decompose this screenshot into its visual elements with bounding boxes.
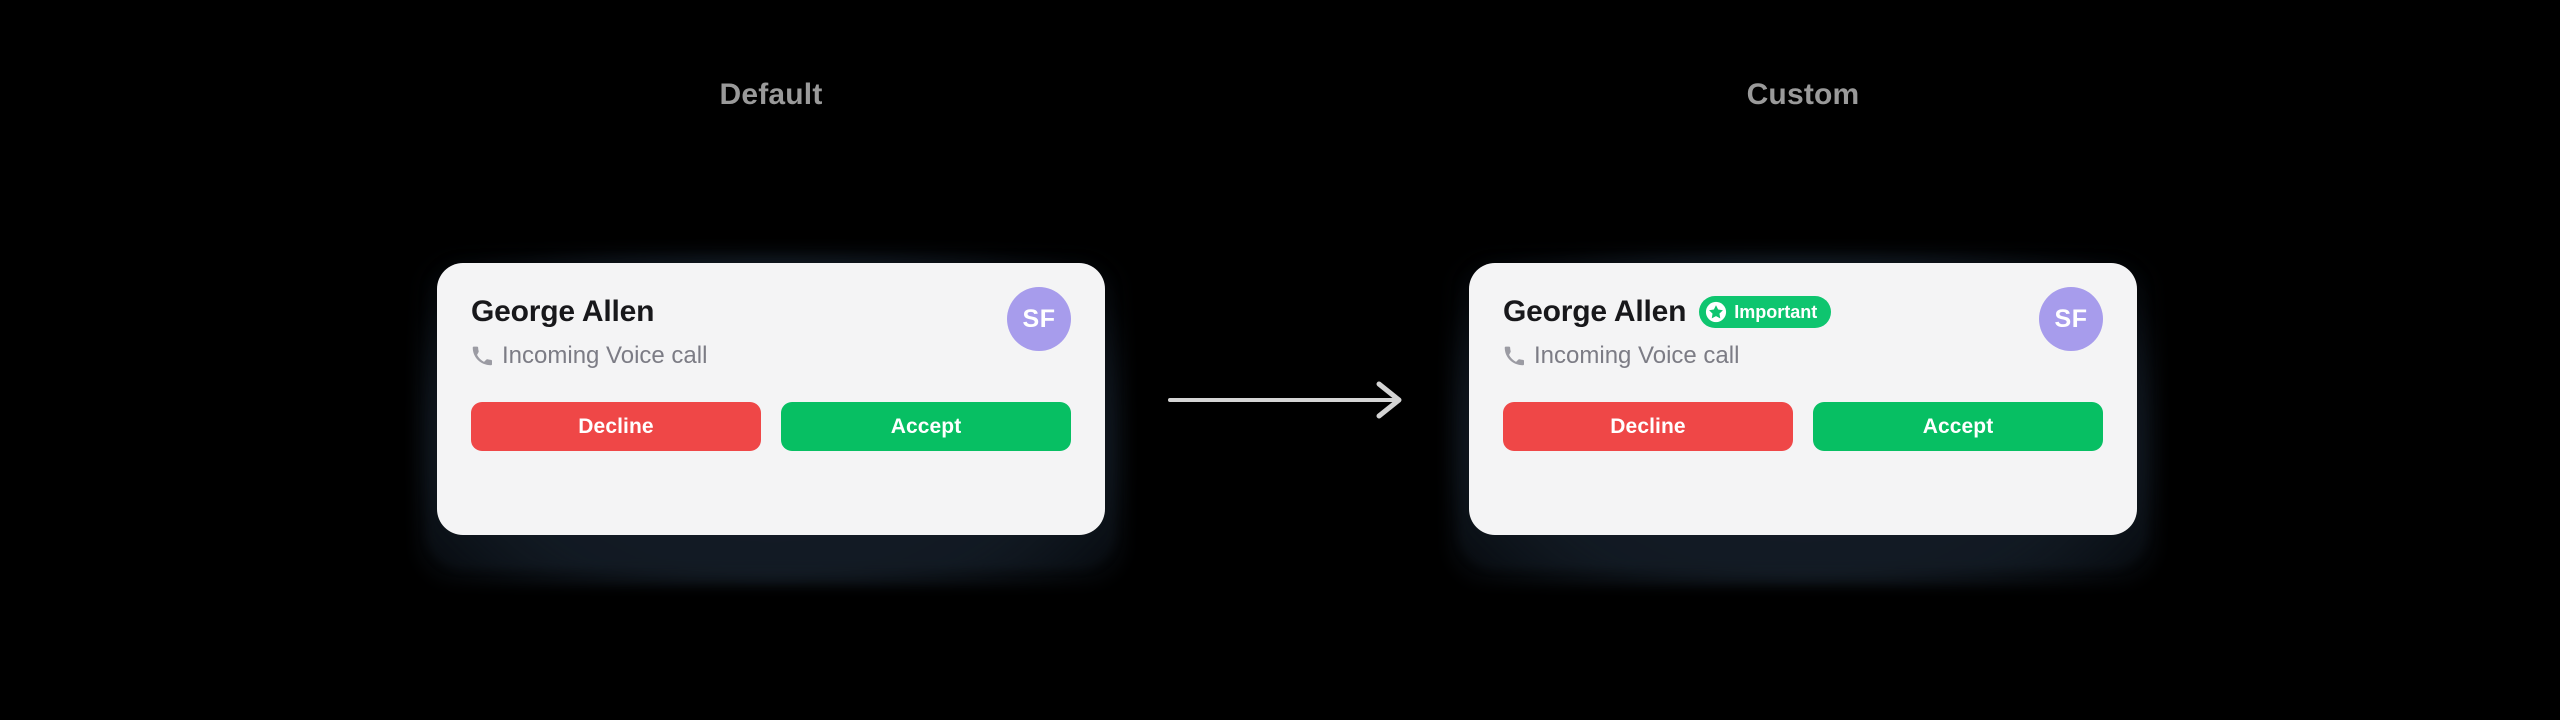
call-status-row: Incoming Voice call xyxy=(1503,344,2103,368)
caller-name: George Allen xyxy=(471,295,655,328)
card-actions: Decline Accept xyxy=(471,402,1071,451)
notification-card-custom-wrapper: George Allen Important xyxy=(1447,249,2159,585)
call-status-row: Incoming Voice call xyxy=(471,344,1071,368)
phone-handset-icon xyxy=(471,345,493,367)
decline-button[interactable]: Decline xyxy=(1503,402,1793,451)
decline-button[interactable]: Decline xyxy=(471,402,761,451)
card-header: George Allen Important xyxy=(1503,287,2103,385)
arrow-right-icon xyxy=(1168,380,1408,420)
avatar-initials: SF xyxy=(1022,304,1056,333)
avatar-initials: SF xyxy=(2054,304,2088,333)
caller-name-row: George Allen xyxy=(471,293,1071,331)
avatar[interactable]: SF xyxy=(1007,287,1071,351)
call-status-text: Incoming Voice call xyxy=(1534,342,1740,369)
notification-card-default[interactable]: George Allen Incoming Voice call SF Decl… xyxy=(437,263,1105,535)
caller-name: George Allen xyxy=(1503,295,1687,328)
phone-handset-icon xyxy=(1503,345,1525,367)
accept-button[interactable]: Accept xyxy=(1813,402,2103,451)
status-badge-important[interactable]: Important xyxy=(1699,296,1832,328)
notification-card-default-wrapper: George Allen Incoming Voice call SF Decl… xyxy=(415,249,1127,585)
status-badge-label: Important xyxy=(1734,302,1818,322)
star-circle-icon xyxy=(1705,301,1727,323)
avatar[interactable]: SF xyxy=(2039,287,2103,351)
call-status-text: Incoming Voice call xyxy=(502,342,708,369)
notification-card-custom[interactable]: George Allen Important xyxy=(1469,263,2137,535)
column-title-custom: Custom xyxy=(1746,78,1860,111)
card-header: George Allen Incoming Voice call SF xyxy=(471,287,1071,385)
column-title-default: Default xyxy=(719,78,823,111)
caller-name-row: George Allen Important xyxy=(1503,293,2103,331)
accept-button[interactable]: Accept xyxy=(781,402,1071,451)
card-actions: Decline Accept xyxy=(1503,402,2103,451)
